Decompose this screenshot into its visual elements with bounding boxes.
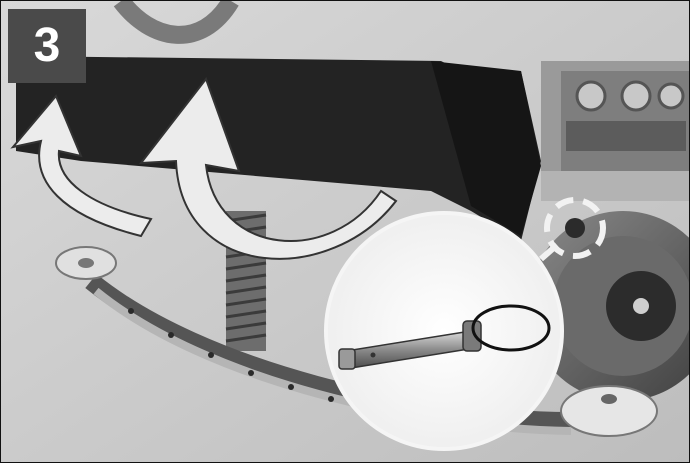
roller-left [56,247,116,279]
detail-zoom-icon [326,213,562,449]
engine-block [541,61,689,201]
step-number-badge: 3 [8,9,86,83]
roller-right [561,386,657,436]
